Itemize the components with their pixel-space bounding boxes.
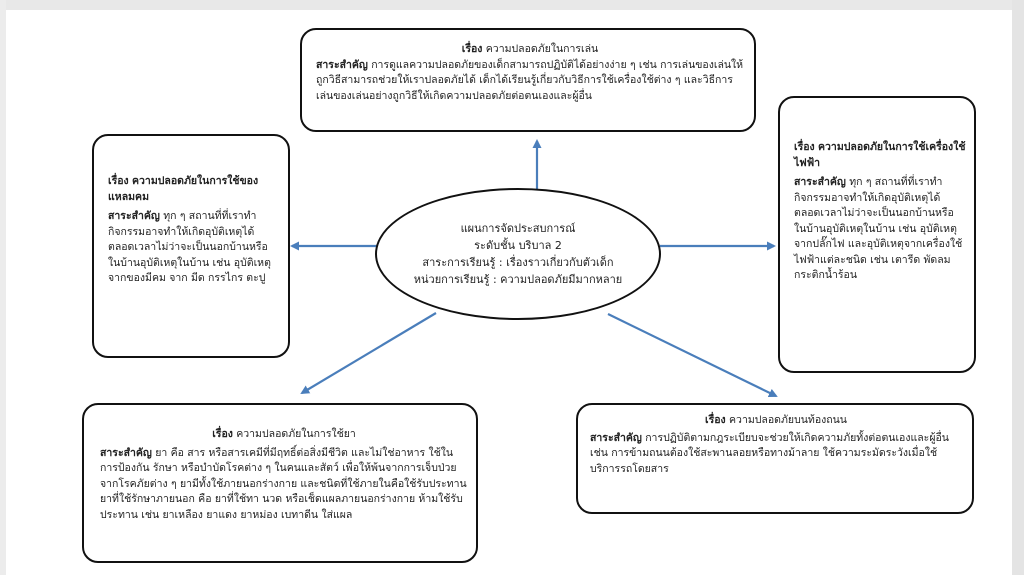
essence-paragraph: สาระสำคัญ ทุก ๆ สถานที่ที่เราทำกิจกรรมอา… (794, 175, 966, 284)
topic-box-road-safety: เรื่อง ความปลอดภัยบนท้องถนน สาระสำคัญ กา… (576, 403, 974, 514)
topic-heading: เรื่อง ความปลอดภัยในการเล่น (316, 42, 744, 58)
topic-box-sharp-objects: เรื่อง ความปลอดภัยในการใช้ของแหลมคม สาระ… (92, 134, 290, 358)
essence-paragraph: สาระสำคัญ ยา คือ สาร หรือสารเคมีที่มีฤทธ… (100, 446, 468, 524)
arrow-to-bottom-left (300, 312, 437, 395)
topic-box-play-safety: เรื่อง ความปลอดภัยในการเล่น สาระสำคัญ กา… (300, 28, 756, 132)
essence-text: การดูแลความปลอดภัยของเด็กสามารถปฏิบัติได… (316, 58, 744, 102)
topic-heading: เรื่อง ความปลอดภัยในการใช้เครื่องใช้ไฟฟ้… (794, 140, 966, 171)
topic-label: เรื่อง (212, 428, 233, 440)
topic-label: เรื่อง (461, 43, 483, 55)
center-learning-content: สาระการเรียนรู้ : เรื่องราวเกี่ยวกับตัวเ… (422, 256, 614, 269)
topic-label: เรื่อง (108, 175, 129, 187)
topic-title: ความปลอดภัยบนท้องถนน (729, 414, 847, 426)
essence-text: การปฏิบัติตามกฎระเบียบจะช่วยให้เกิดความภ… (590, 431, 949, 475)
essence-label: สาระสำคัญ (794, 176, 846, 188)
topic-label: เรื่อง (705, 414, 726, 426)
center-plan-title: แผนการจัดประสบการณ์ (460, 222, 576, 235)
window-right-edge (1012, 0, 1024, 575)
center-learning-unit: หน่วยการเรียนรู้ : ความปลอดภัยมีมากหลาย (413, 273, 623, 286)
topic-box-medicine-safety: เรื่อง ความปลอดภัยในการใช้ยา สาระสำคัญ ย… (82, 403, 478, 563)
topic-label: เรื่อง (794, 141, 815, 153)
essence-label: สาระสำคัญ (316, 58, 368, 71)
essence-paragraph: สาระสำคัญ การปฏิบัติตามกฎระเบียบจะช่วยให… (590, 431, 962, 478)
topic-title: ความปลอดภัยในการเล่น (485, 43, 599, 55)
window-left-edge (0, 0, 6, 575)
window-top-edge (0, 0, 1024, 10)
topic-heading: เรื่อง ความปลอดภัยบนท้องถนน (590, 413, 962, 429)
essence-text: ทุก ๆ สถานที่ที่เราทำกิจกรรมอาจทำให้เกิด… (794, 176, 963, 281)
essence-text: ยา คือ สาร หรือสารเคมีที่มีฤทธิ์ต่อสิ่งม… (100, 446, 467, 521)
center-lesson-plan-ellipse: แผนการจัดประสบการณ์ ระดับชั้น บริบาล 2 ส… (375, 188, 661, 320)
topic-title: ความปลอดภัยในการใช้ยา (236, 428, 356, 440)
topic-box-electrical-appliances: เรื่อง ความปลอดภัยในการใช้เครื่องใช้ไฟฟ้… (778, 96, 976, 373)
topic-title: ความปลอดภัยในการใช้เครื่องใช้ไฟฟ้า (794, 141, 966, 169)
essence-label: สาระสำคัญ (100, 446, 152, 459)
topic-title: ความปลอดภัยในการใช้ของแหลมคม (108, 175, 259, 203)
topic-heading: เรื่อง ความปลอดภัยในการใช้ของแหลมคม (108, 174, 280, 205)
essence-paragraph: สาระสำคัญ ทุก ๆ สถานที่ที่เราทำกิจกรรมอา… (108, 209, 280, 287)
essence-text: ทุก ๆ สถานที่ที่เราทำกิจกรรมอาจทำให้เกิด… (108, 210, 271, 284)
essence-label: สาระสำคัญ (590, 431, 642, 444)
essence-label: สาระสำคัญ (108, 210, 160, 222)
topic-heading: เรื่อง ความปลอดภัยในการใช้ยา (100, 427, 468, 443)
arrow-to-bottom-right (607, 313, 778, 397)
center-grade-level: ระดับชั้น บริบาล 2 (474, 239, 562, 252)
essence-paragraph: สาระสำคัญ การดูแลความปลอดภัยของเด็กสามาร… (316, 58, 744, 105)
